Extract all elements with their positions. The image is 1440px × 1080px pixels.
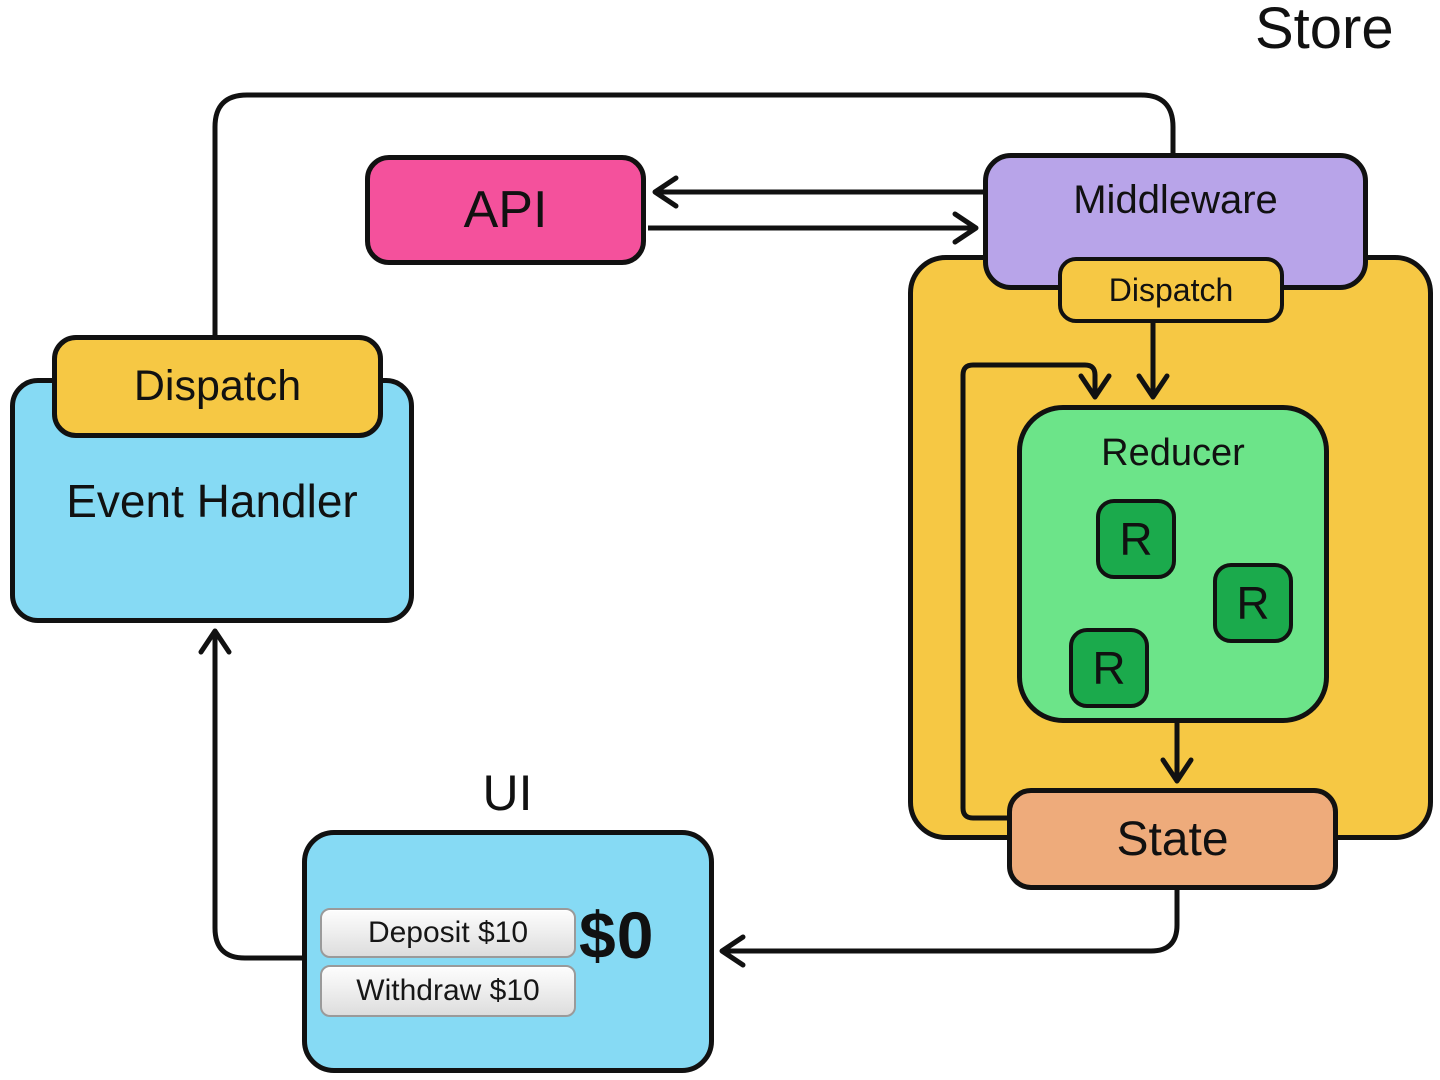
- state-box: State: [1007, 788, 1338, 890]
- store-dispatch-label: Dispatch: [1108, 271, 1234, 308]
- arrow-state-to-ui: [719, 888, 1180, 968]
- deposit-button[interactable]: Deposit $10: [320, 908, 576, 958]
- ui-box: Deposit $10 Withdraw $10 $0: [302, 830, 714, 1073]
- arrow-ui-to-event-handler: [198, 628, 302, 961]
- middleware-label: Middleware: [1073, 178, 1278, 222]
- balance-value: $0: [579, 898, 655, 972]
- reducer-r-box: R: [1096, 499, 1176, 579]
- api-label: API: [463, 181, 548, 239]
- reducer-r-box: R: [1213, 563, 1293, 643]
- reducer-r-label: R: [1092, 642, 1126, 694]
- withdraw-button[interactable]: Withdraw $10: [320, 965, 576, 1017]
- reducer-box: Reducer R R R: [1017, 405, 1329, 723]
- api-box: API: [365, 155, 646, 265]
- ui-title: UI: [482, 765, 533, 821]
- event-handler-label: Event Handler: [66, 474, 358, 527]
- store-dispatch-box: Dispatch: [1058, 257, 1284, 323]
- reducer-r-label: R: [1119, 513, 1153, 565]
- withdraw-button-label: Withdraw $10: [356, 974, 540, 1007]
- reducer-label: Reducer: [1101, 432, 1245, 474]
- event-handler-dispatch-box: Dispatch: [52, 335, 383, 438]
- state-label: State: [1116, 812, 1229, 866]
- event-handler-dispatch-label: Dispatch: [133, 362, 302, 410]
- reducer-r-label: R: [1236, 577, 1270, 629]
- reducer-r-box: R: [1069, 628, 1149, 708]
- deposit-button-label: Deposit $10: [367, 916, 529, 949]
- store-label: Store: [1255, 0, 1394, 61]
